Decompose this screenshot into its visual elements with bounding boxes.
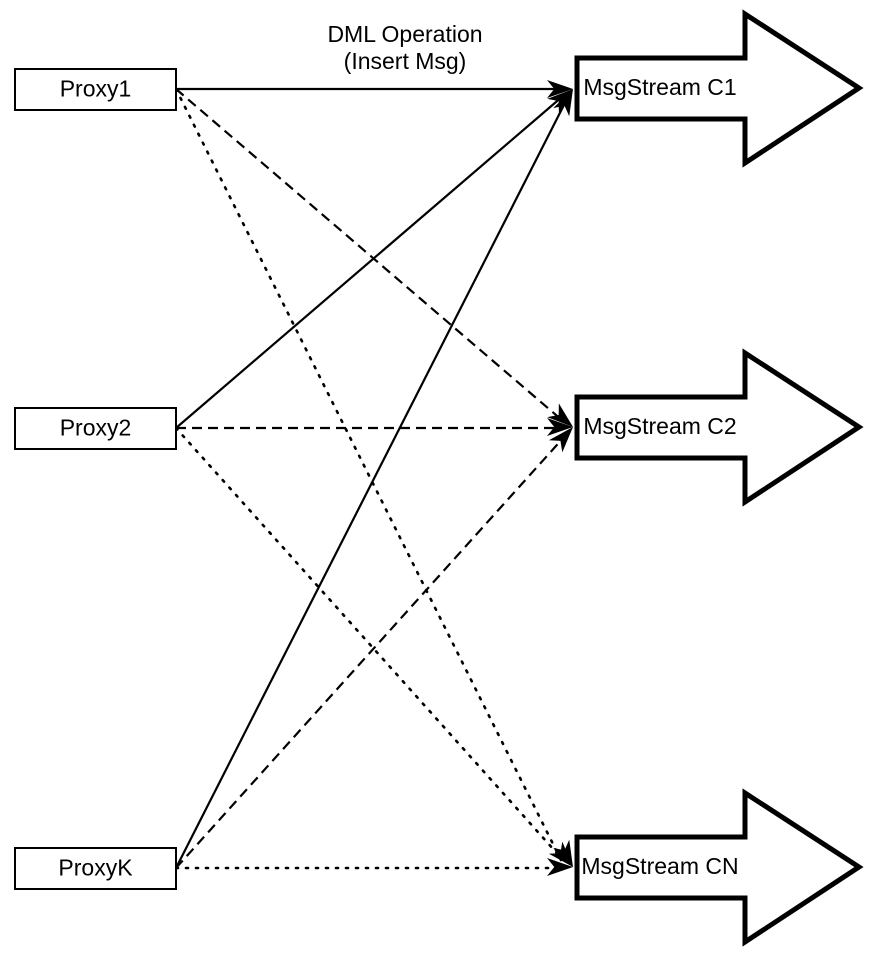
proxy-box: [14, 68, 177, 111]
proxy-label: ProxyK: [58, 855, 133, 881]
msgstream-arrow-shape: [574, 9, 864, 168]
edge-caption-group: DML Operation (Insert Msg): [327, 21, 482, 74]
proxy-label: Proxy1: [60, 76, 132, 102]
arrowhead-proxyk-to-c2: [548, 427, 573, 453]
edge-proxy2-to-cn: [174, 426, 565, 862]
msgstream-node-stream_cn[interactable]: MsgStream CN: [574, 788, 864, 947]
streams-layer: MsgStream C1 MsgStream C2 MsgStream CN: [574, 9, 864, 947]
proxy-node-proxyk[interactable]: ProxyK: [14, 847, 177, 890]
arrowhead-proxy2-to-c2: [547, 418, 573, 436]
arrowheads-layer: [547, 80, 573, 876]
proxy-node-proxy2[interactable]: Proxy2: [14, 407, 177, 450]
proxy-box: [14, 847, 177, 890]
edge-proxyk-to-c2: [175, 435, 566, 869]
arrowhead-proxyk-to-cn: [547, 858, 573, 876]
msgstream-node-stream_c2[interactable]: MsgStream C2: [574, 348, 864, 507]
msgstream-arrow-shape: [574, 348, 864, 507]
proxy-label: Proxy2: [60, 415, 132, 441]
proxy-box: [14, 407, 177, 450]
arrowhead-proxy2-to-c1: [547, 89, 573, 113]
msgstream-label: MsgStream C1: [583, 74, 736, 100]
msgstream-arrow-shape: [574, 788, 864, 947]
msgstream-label: MsgStream C2: [583, 413, 736, 439]
proxy-node-proxy1[interactable]: Proxy1: [14, 68, 177, 111]
edge-proxyk-to-c1: [175, 98, 568, 869]
arrowhead-proxy2-to-cn: [548, 841, 573, 867]
arrowhead-proxy1-to-c1: [547, 80, 573, 98]
edge-caption-line-1: DML Operation: [327, 21, 482, 47]
msgstream-label: MsgStream CN: [581, 853, 738, 879]
edge-caption-line-2: (Insert Msg): [344, 48, 467, 74]
edges-layer: [174, 87, 568, 870]
msgstream-node-stream_c1[interactable]: MsgStream C1: [574, 9, 864, 168]
arrowhead-proxy1-to-c2: [547, 403, 573, 427]
edge-proxy1-to-c2: [175, 88, 564, 422]
edge-proxy1-to-cn: [174, 87, 563, 862]
edge-proxy2-to-c1: [175, 95, 564, 429]
arrowhead-proxyk-to-c1: [553, 89, 573, 117]
